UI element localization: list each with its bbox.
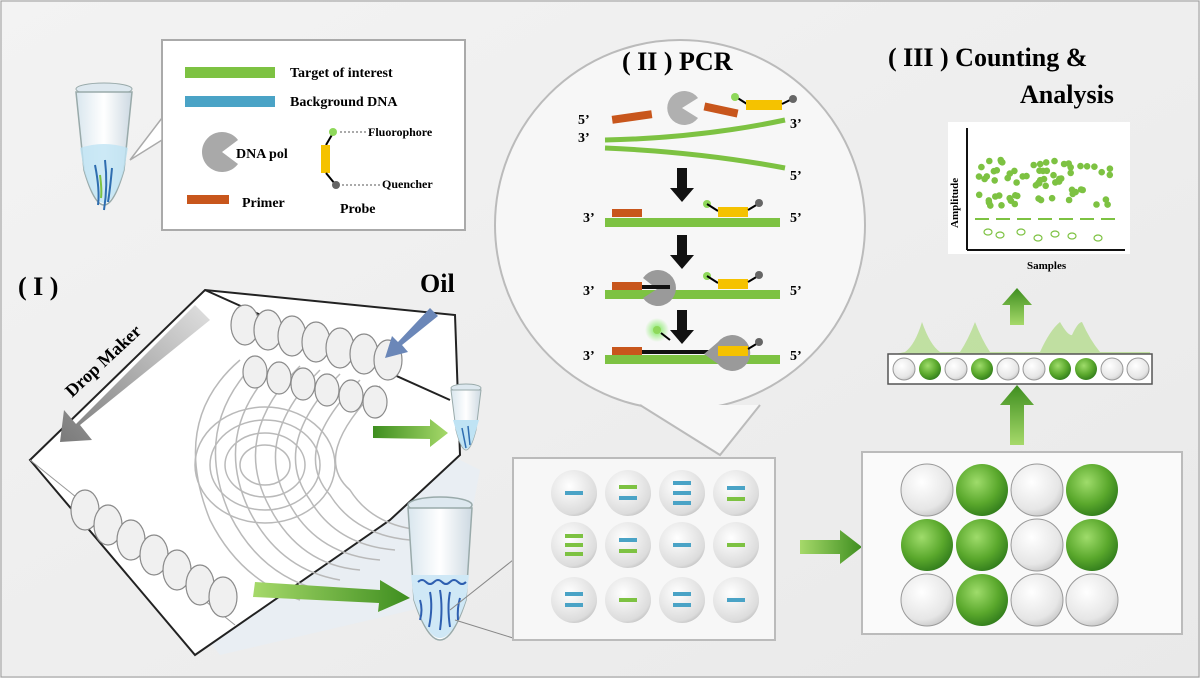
positive-droplet-point [991,177,998,184]
positive-droplet-point [1055,178,1063,185]
positive-droplet-point [997,156,1004,164]
end-5-label: 5’ [790,349,802,364]
end-5-label: 5’ [790,169,802,184]
positive-droplet-point [1077,162,1084,170]
positive-droplet-point [1091,163,1098,170]
section-3-title-line1: ( III ) Counting & [888,43,1087,72]
positive-droplet-point [993,167,1001,174]
oil-label: Oil [420,269,455,298]
primer-icon [187,195,229,204]
positive-droplet-point [975,191,983,199]
positive-droplet-point [1067,164,1074,171]
amplitude-plot: Amplitude Samples [948,122,1130,272]
section-2-label: ( II ) PCR [622,47,733,76]
positive-droplet-point [1030,161,1037,169]
detector-strip [887,322,1153,385]
positive-droplet-point [1060,160,1068,168]
legend-box: Target of interest Background DNA DNA po… [129,39,466,231]
positive-droplet-point [1051,157,1058,165]
positive-droplet-point [1048,194,1056,202]
legend-quencher-label: Quencher [382,177,433,191]
y-axis-label: Amplitude [949,178,961,228]
positive-droplet-point [1042,159,1050,166]
positive-droplet-point [1102,196,1110,203]
positive-droplet-point [1019,173,1026,180]
readout-panel [861,451,1183,635]
positive-droplet-point [1036,160,1044,168]
positive-droplet-point [1013,179,1020,186]
positive-droplet-point [1083,163,1091,170]
end-3-label: 3’ [583,211,595,226]
x-axis-label: Samples [1027,260,1067,272]
dna-pol-icon [202,132,238,172]
negative-droplet-cluster [983,228,1103,242]
positive-droplet-point [1011,200,1019,208]
positive-droplet-point [983,173,991,180]
end-5-label: 5’ [578,113,590,128]
oil-arrow-icon [385,308,438,358]
legend-primer-label: Primer [242,196,285,211]
up-arrow-icon [1000,385,1034,445]
positive-droplet-point [1106,171,1114,179]
positive-droplet-point [1006,170,1014,177]
positive-droplet-point [1098,168,1105,176]
positive-droplet-point [1006,194,1013,202]
positive-droplet-point [1072,188,1079,196]
positive-droplet-point [1093,201,1100,208]
emulsion-tube-icon [407,496,473,641]
positive-droplet-point [1106,165,1114,172]
positive-droplet-point [987,202,994,209]
probe-icon [321,128,340,189]
positive-droplet-point [1039,167,1047,175]
positive-droplet-point [1012,192,1019,199]
drop-maker-chip [28,288,480,657]
end-3-label: 3’ [578,131,590,146]
positive-droplet-point [992,193,999,200]
partition-panel [512,457,776,641]
positive-droplet-point [1104,201,1111,208]
end-3-label: 3’ [583,349,595,364]
pcr-magnifier: ( II ) PCR 5’ 3’ 3’ 5’ 3’ 5 [494,39,866,457]
legend-background-label: Background DNA [290,95,398,110]
positive-droplet-point [1042,182,1049,190]
end-5-label: 5’ [790,284,802,299]
to-emulsion-arrow-icon [253,580,410,612]
to-readout-arrow-icon [800,530,862,564]
up-arrow-icon [1002,288,1032,325]
positive-droplet-point [1050,171,1057,179]
legend-fluorophore-label: Fluorophore [368,125,433,139]
positive-droplet-point [975,173,983,180]
positive-droplet-point [1037,196,1045,204]
legend-target-label: Target of interest [290,66,393,81]
positive-droplet-point [1040,175,1048,183]
positive-droplet-cluster [975,156,1114,209]
end-5-label: 5’ [790,211,802,226]
legend-dna-pol-label: DNA pol [236,147,288,162]
section-3-title-line2: Analysis [1020,80,1114,109]
positive-droplet-point [978,163,985,171]
end-3-label: 3’ [583,284,595,299]
positive-droplet-point [1065,196,1073,204]
legend-probe-label: Probe [340,202,376,217]
sample-in-arrow-icon [373,419,448,447]
sample-tube-icon [450,383,482,451]
positive-droplet-point [986,157,993,165]
positive-droplet-point [998,202,1005,209]
section-1-label: ( I ) [18,272,58,301]
positive-droplet-point [1077,186,1085,193]
tube-icon [75,82,133,211]
end-3-label: 3’ [790,117,802,132]
positive-droplet-point [1067,169,1074,177]
